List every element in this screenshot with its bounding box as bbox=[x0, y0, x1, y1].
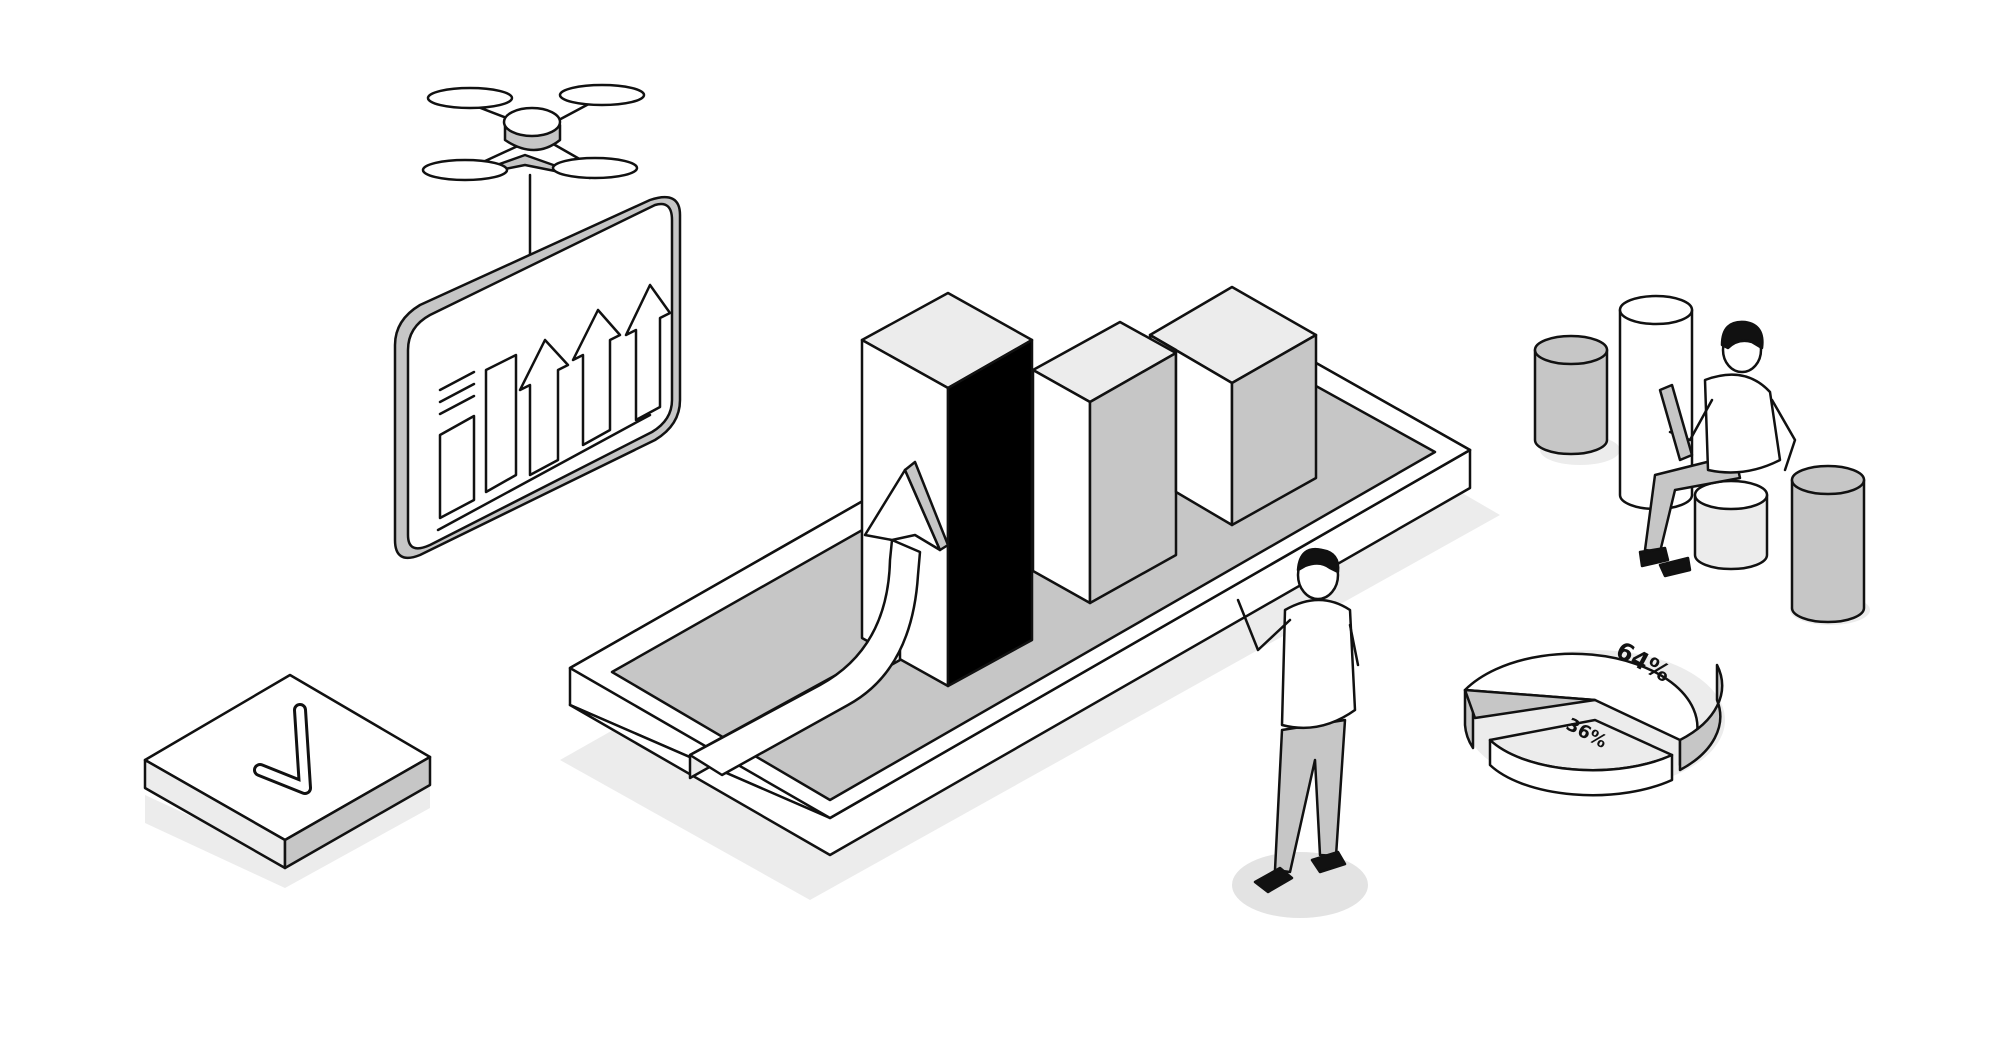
drone-icon bbox=[421, 83, 646, 264]
bar-block-right bbox=[1148, 285, 1318, 527]
person-standing bbox=[1232, 547, 1368, 918]
cylinder-left bbox=[1533, 334, 1620, 465]
checkmark-tile bbox=[143, 673, 432, 888]
pie-chart: 64% 36% bbox=[1463, 636, 1725, 797]
bar-block-middle bbox=[1031, 320, 1178, 605]
bar-chart-icon bbox=[436, 283, 672, 532]
up-arrow-icon bbox=[688, 460, 950, 780]
cylinder-right bbox=[1790, 464, 1870, 625]
cylinder-tall bbox=[1618, 294, 1694, 511]
tablet-icon bbox=[1658, 383, 1694, 462]
cylinder-seat bbox=[1693, 479, 1769, 571]
hanging-dashboard-screen bbox=[393, 195, 682, 560]
person-sitting bbox=[1638, 320, 1797, 578]
